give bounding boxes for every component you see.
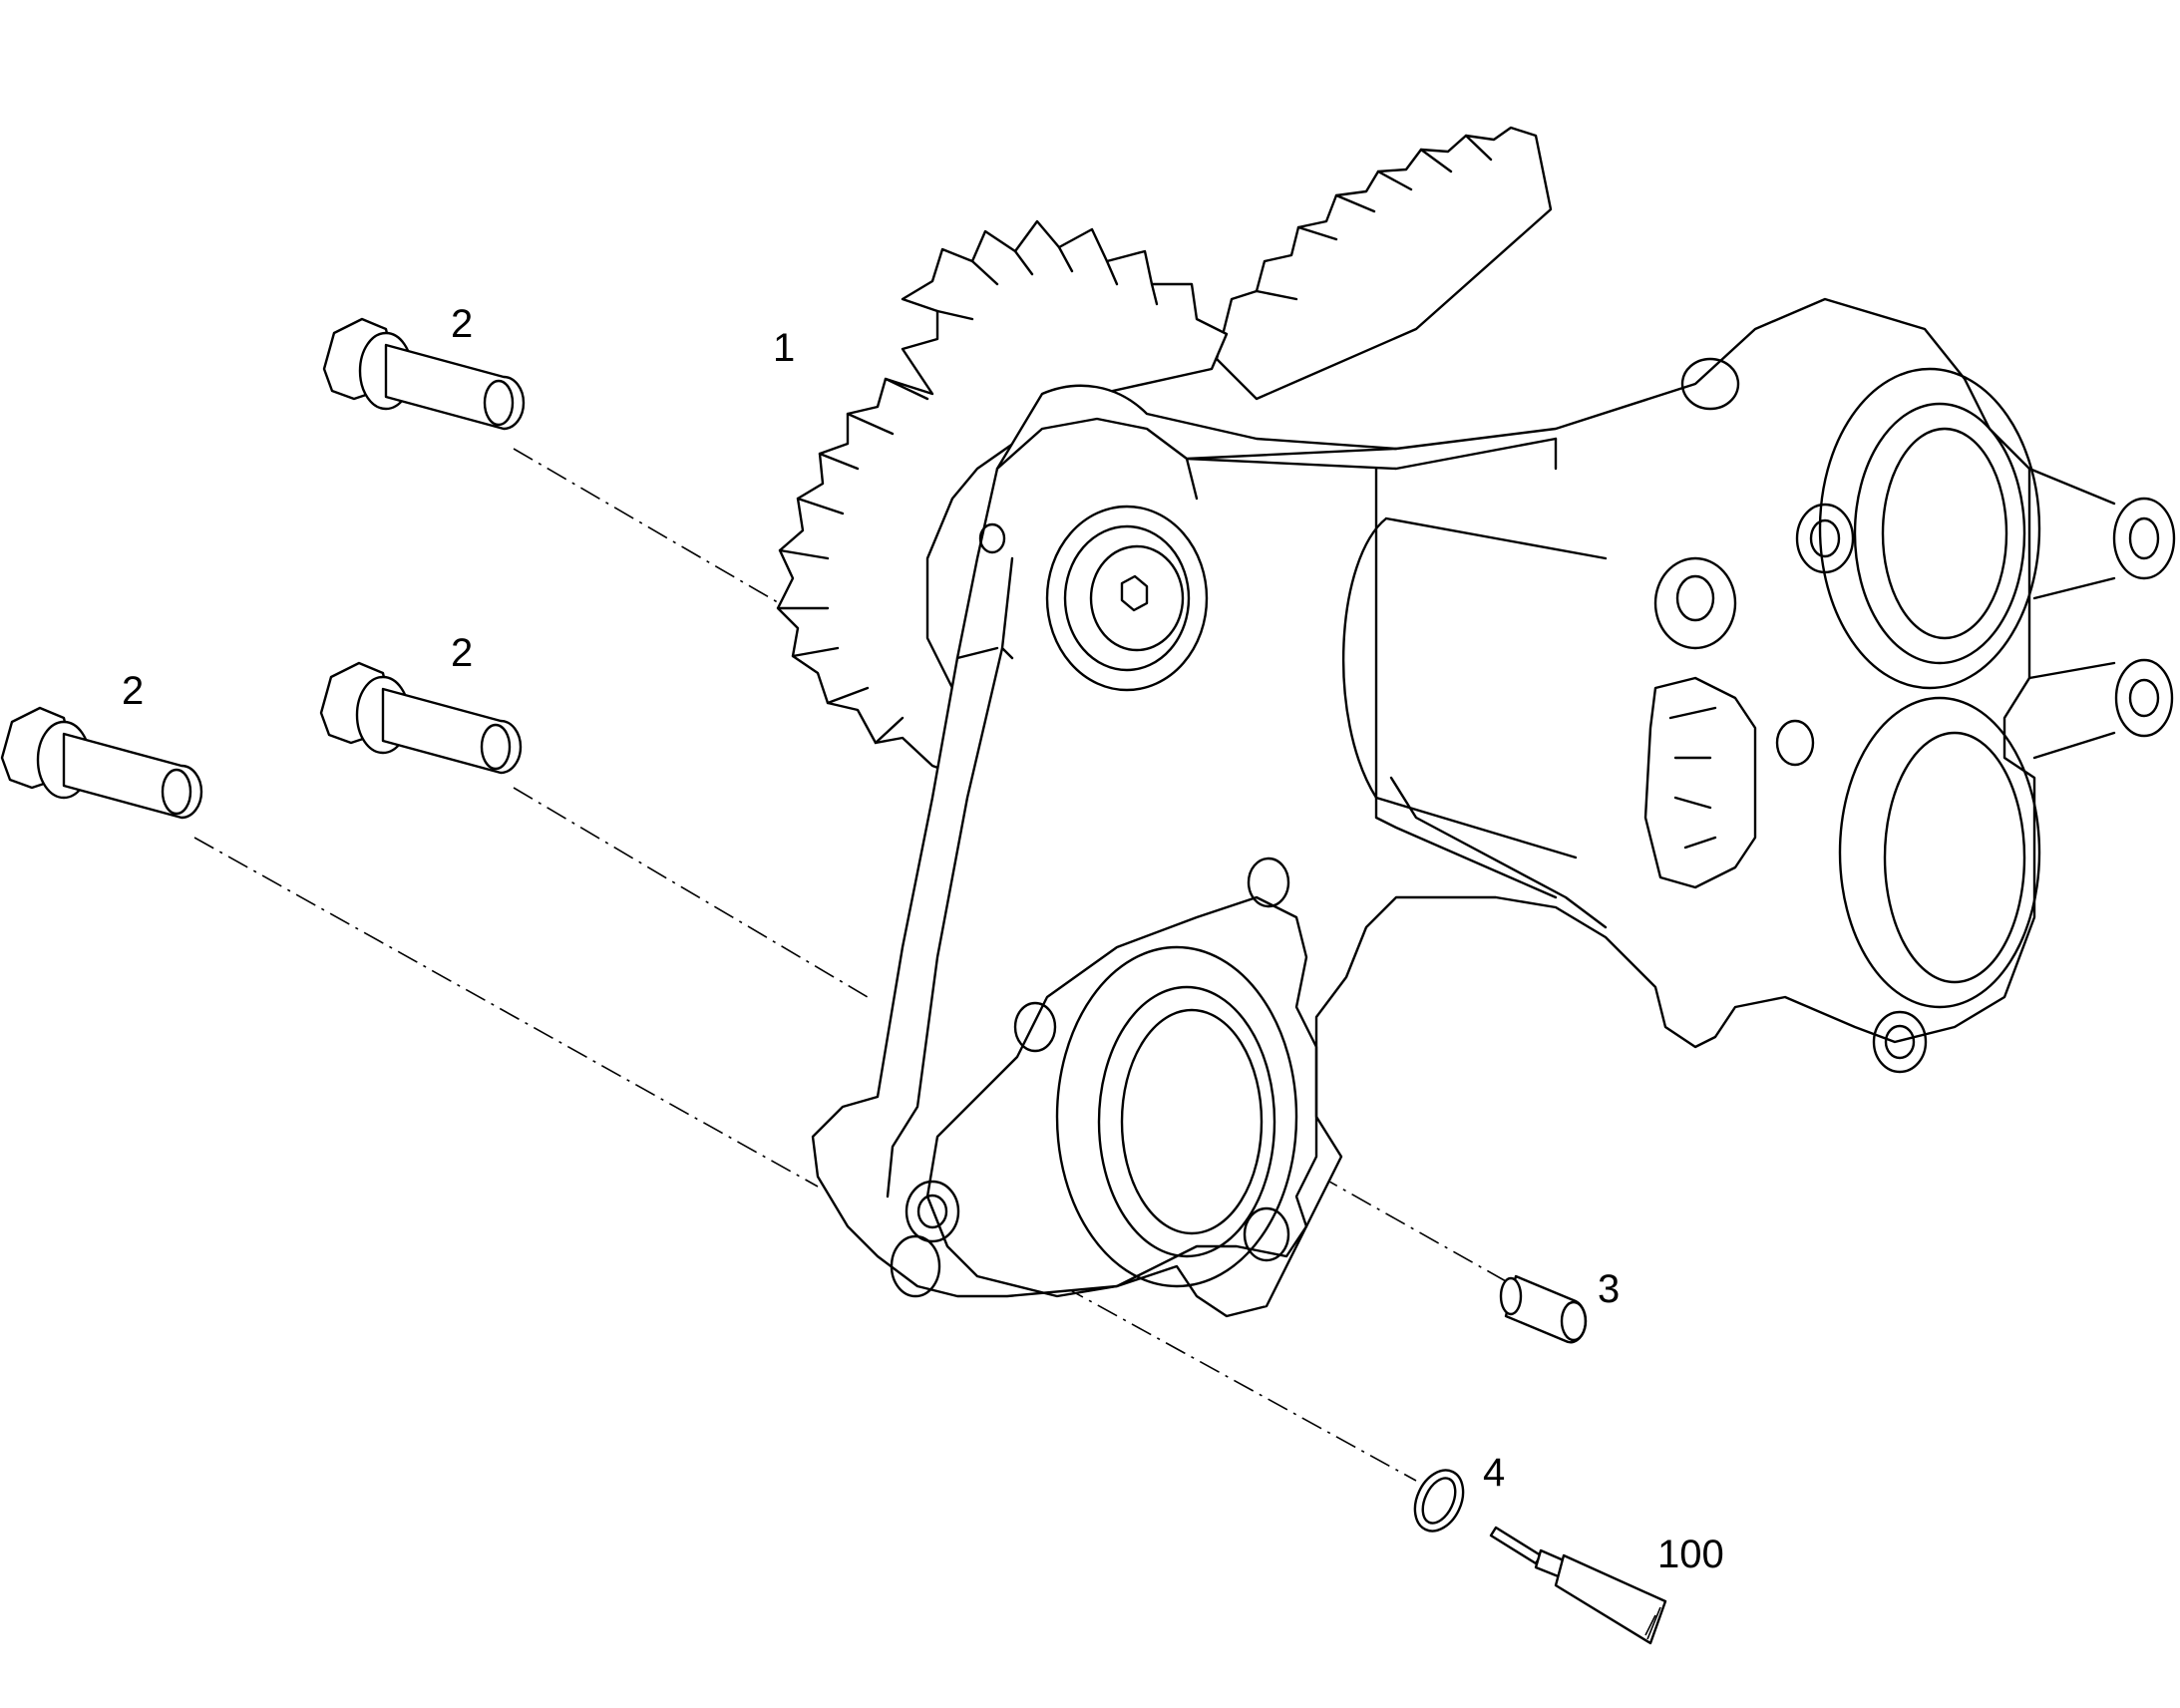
pump-cylinder-body — [1341, 437, 1608, 859]
axis-line-bolt-left — [193, 837, 819, 1188]
callout-part-2-top: 2 — [451, 302, 473, 346]
flange-hole-top-right — [1247, 856, 1290, 908]
flange-bolt-left — [0, 706, 203, 820]
callout-labels: 1 2 2 2 3 4 100 — [122, 302, 1724, 1576]
mounting-hole-top — [978, 522, 1006, 554]
callout-part-3: 3 — [1598, 1267, 1620, 1311]
plug-seat — [905, 1180, 960, 1243]
front-gear — [776, 219, 1229, 780]
sealant-tube — [1489, 1526, 1667, 1645]
callout-part-2-middle: 2 — [451, 631, 473, 675]
axis-line-bolt-middle — [513, 787, 869, 998]
hex-socket-plug — [1045, 505, 1209, 692]
axis-line-bolt-top — [513, 448, 789, 609]
flange-hole-upper-left — [1013, 1001, 1057, 1053]
callout-part-2-left: 2 — [122, 669, 144, 713]
dowel-pin — [1499, 1274, 1588, 1344]
callout-part-100: 100 — [1657, 1533, 1724, 1576]
flange-bolt-top — [322, 317, 526, 431]
lower-mounting-flange — [890, 856, 1318, 1298]
callout-part-4: 4 — [1483, 1451, 1505, 1495]
upper-outlet-port — [1680, 357, 2041, 690]
oil-pump-assembly — [776, 126, 2176, 1318]
relief-valve-bore — [1643, 556, 1815, 889]
rear-gear — [1215, 126, 1553, 401]
sealing-ring — [1413, 1469, 1465, 1533]
housing-inner-edges — [886, 417, 1608, 1198]
flange-hole-left — [890, 1234, 941, 1298]
lower-outlet-port — [1838, 696, 2041, 1074]
right-bosses — [2027, 467, 2176, 760]
flange-bolt-middle — [319, 661, 523, 775]
flange-hole-right — [1243, 1206, 1290, 1262]
callout-part-1: 1 — [773, 326, 795, 370]
